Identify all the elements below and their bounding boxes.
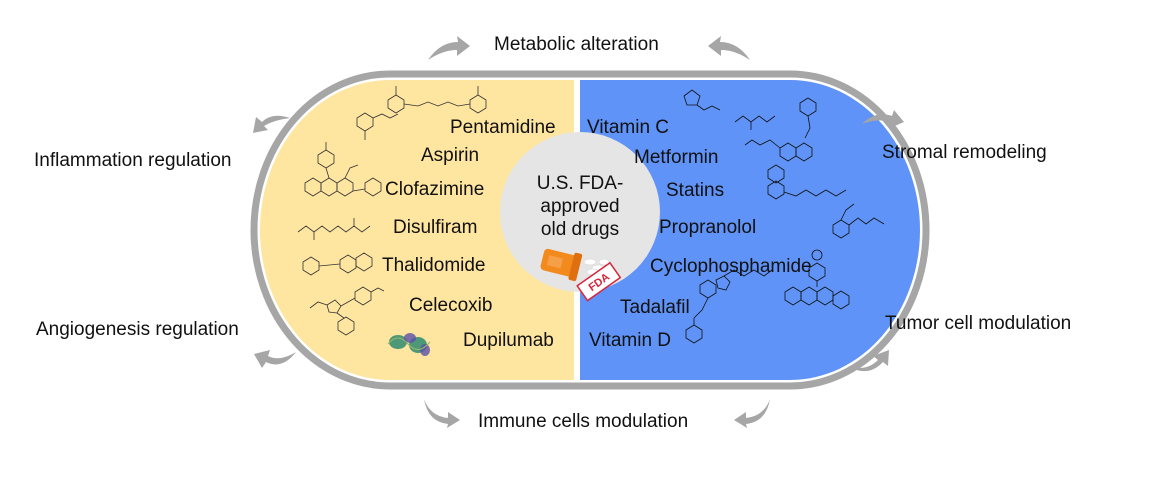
label-stromal-remodeling: Stromal remodeling	[882, 142, 1047, 163]
drug-vitamin-d: Vitamin D	[589, 330, 672, 351]
center-title-line-3: old drugs	[540, 219, 620, 240]
drug-tadalafil: Tadalafil	[620, 297, 690, 318]
pill-bottle-icon	[540, 248, 583, 282]
label-immune-cells-modulation: Immune cells modulation	[478, 411, 689, 432]
drug-clofazimine: Clofazimine	[385, 179, 485, 200]
label-metabolic-alteration: Metabolic alteration	[494, 34, 659, 55]
drug-disulfiram: Disulfiram	[393, 217, 478, 238]
arrow-stromal-icon	[862, 110, 904, 128]
arrow-immune-left-icon	[424, 399, 460, 428]
arrows	[253, 36, 904, 428]
label-angiogenesis-regulation: Angiogenesis regulation	[36, 319, 239, 340]
drug-pentamidine: Pentamidine	[450, 117, 556, 138]
center-title: U.S. FDA- approved old drugs	[510, 172, 650, 241]
drug-statins: Statins	[666, 180, 725, 201]
arrow-metabolic-left-icon	[428, 36, 470, 60]
arrow-inflammation-icon	[253, 115, 290, 133]
arrow-angiogenesis-icon	[254, 350, 296, 368]
drug-celecoxib: Celecoxib	[409, 295, 493, 316]
dupilumab-protein-icon	[387, 333, 431, 356]
drug-propranolol: Propranolol	[659, 217, 757, 238]
drug-aspirin: Aspirin	[421, 145, 480, 166]
center-title-line-2: approved	[540, 196, 620, 217]
drug-vitamin-c: Vitamin C	[587, 117, 670, 138]
drug-cyclophosphamide: Cyclophosphamide	[650, 256, 812, 277]
center-title-line-1: U.S. FDA-	[536, 173, 624, 194]
arrow-immune-right-icon	[734, 399, 770, 428]
fda-stamp-icon: FDA	[576, 261, 622, 302]
drug-metformin: Metformin	[634, 147, 719, 168]
drug-dupilumab: Dupilumab	[463, 330, 554, 351]
center-circle	[500, 132, 660, 292]
label-tumor-cell-modulation: Tumor cell modulation	[885, 313, 1072, 334]
molecule-structures-left	[297, 86, 487, 336]
label-inflammation-regulation: Inflammation regulation	[34, 150, 232, 171]
arrow-tumor-icon	[848, 350, 889, 372]
molecule-structures-right	[683, 89, 885, 344]
drug-thalidomide: Thalidomide	[382, 255, 486, 276]
arrow-metabolic-right-icon	[708, 36, 750, 60]
